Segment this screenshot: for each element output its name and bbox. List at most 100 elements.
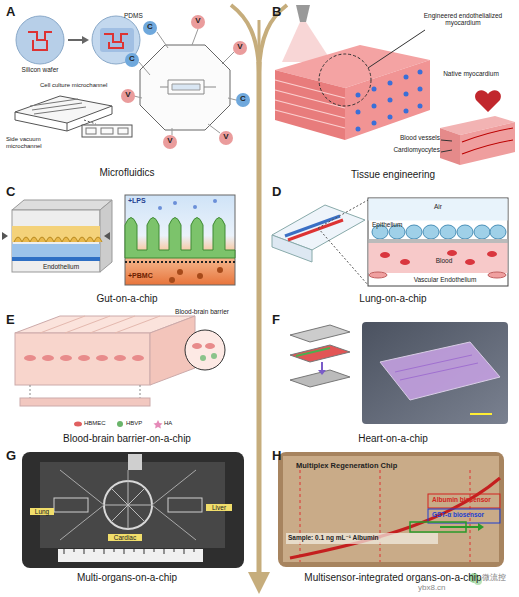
- tissue-engineering-illustration-part-part: [404, 92, 409, 97]
- tissue-engineering-illustration-part-part: [356, 110, 361, 115]
- bbb-chip-illustration-part-part: [132, 355, 144, 361]
- bbb-chip-illustration-part-part: [96, 355, 108, 361]
- tissue-engineering-illustration-part-part: [388, 81, 393, 86]
- annotation-label: Vascular Endothelium: [400, 276, 490, 283]
- figure-panel: CGut-on-a-chip: [2, 184, 252, 306]
- tissue-engineering-illustration-part: [441, 140, 452, 152]
- annotation-label: Blood vessels: [378, 134, 440, 141]
- bbb-chip-illustration-part: [24, 355, 144, 361]
- annotation-label: Lung: [30, 508, 54, 515]
- tissue-engineering-illustration-part-part: [404, 109, 409, 114]
- microfluidics-illustration-part: [68, 39, 82, 41]
- lung-chip-illustration-part-part: [447, 250, 457, 256]
- lung-chip-illustration-part: [285, 216, 340, 236]
- microfluidics-illustration-part: [82, 125, 132, 137]
- multi-organ-photo-part: [104, 481, 152, 529]
- microfluidics-illustration-part: [172, 84, 200, 90]
- bbb-chip-illustration-part: [154, 420, 163, 429]
- gut-chip-illustration: [2, 195, 235, 285]
- panel-caption: Lung-on-a-chip: [268, 293, 518, 304]
- tissue-engineering-illustration-part-part: [418, 87, 423, 92]
- multi-organ-photo-part: [54, 498, 88, 512]
- lung-chip-illustration: [272, 198, 508, 286]
- figure-panel: GMulti-organs-on-a-chip: [2, 448, 252, 588]
- heart-chip-illustration-part: [395, 355, 478, 380]
- bbb-chip-illustration-part-part: [78, 355, 90, 361]
- annotation-label: C: [125, 55, 139, 64]
- annotation-label: Silicon wafer: [12, 66, 68, 73]
- multi-organ-photo-part: [168, 498, 202, 512]
- multisensor-photo-part: [290, 478, 500, 558]
- gut-chip-illustration-part-part: [158, 206, 162, 210]
- tissue-engineering-illustration-part: [296, 5, 310, 22]
- gut-chip-illustration-part-part: [213, 199, 217, 203]
- microfluidics-illustration: [15, 15, 250, 149]
- annotation-label: GST-α biosensor: [432, 511, 500, 518]
- bbb-chip-illustration-part-part: [200, 355, 206, 361]
- panel-caption: Multi-organs-on-a-chip: [2, 572, 252, 583]
- annotation-label: C: [236, 95, 250, 104]
- annotation-label: Cell culture microchannel: [40, 82, 112, 89]
- annotation-label: +PBMC: [128, 272, 168, 280]
- panel-caption: Gut-on-a-chip: [2, 293, 252, 304]
- gut-chip-illustration-part: [2, 232, 110, 240]
- microfluidics-illustration-part: [143, 21, 157, 35]
- lung-chip-illustration-part-part: [474, 225, 490, 239]
- bbb-chip-illustration-part: [74, 422, 82, 427]
- microfluidics-illustration-part: [160, 80, 216, 94]
- panel-letter: D: [272, 184, 281, 199]
- annotation-label: HA: [164, 420, 184, 427]
- panel-caption: Multisensor-integrated organs-on-a-chip: [268, 572, 518, 583]
- annotation-label: Blood-brain barrier: [160, 308, 244, 315]
- tissue-engineering-illustration-part-part: [372, 121, 377, 126]
- lung-chip-illustration-part: [318, 200, 368, 285]
- heart-chip-illustration-part: [318, 370, 326, 375]
- bbb-chip-illustration-part-part: [205, 343, 215, 349]
- microfluidics-illustration-part: [236, 93, 250, 107]
- lung-chip-illustration-part-part: [400, 259, 410, 265]
- heart-chip-illustration: [290, 322, 508, 424]
- bbb-chip-illustration-part-part: [60, 355, 72, 361]
- flow-arrow-part: [258, 20, 261, 70]
- tissue-engineering-illustration-part-part: [372, 87, 377, 92]
- figure-panel: BTissue engineering: [268, 4, 518, 184]
- multisensor-photo-part: [428, 509, 500, 523]
- heart-chip-illustration-part: [296, 348, 330, 356]
- annotation-label: ybx8.cn: [418, 584, 468, 593]
- gut-chip-illustration-part: [125, 261, 235, 263]
- microfluidics-illustration-part: [233, 41, 247, 55]
- bbb-chip-illustration-part: [117, 421, 123, 427]
- lung-chip-illustration-part: [369, 239, 508, 243]
- heart-chip-illustration-part: [380, 342, 500, 400]
- tissue-engineering-illustration: [275, 5, 515, 165]
- microfluidics-illustration-part: [163, 135, 177, 149]
- bbb-chip-illustration-part: [30, 385, 140, 398]
- multi-organ-photo-part: [60, 470, 196, 540]
- heart-chip-illustration-part: [290, 345, 350, 362]
- panel-caption: Blood-brain barrier-on-a-chip: [2, 433, 252, 444]
- gut-chip-illustration-part-part: [217, 267, 223, 273]
- annotation-label: C: [143, 23, 157, 32]
- bbb-chip-illustration: [15, 316, 225, 429]
- lung-chip-illustration-part-part: [487, 251, 497, 257]
- annotation-label: Sample: 0.1 ng mL⁻¹ Albumin: [288, 534, 438, 541]
- bbb-chip-illustration-part-part: [42, 355, 54, 361]
- figure-panel: FHeart-on-a-chip: [268, 312, 518, 444]
- tissue-engineering-illustration-part: [319, 54, 371, 106]
- annotation-label: Blood: [424, 257, 464, 264]
- tissue-engineering-illustration-part: [460, 122, 515, 165]
- bbb-chip-illustration-part-part: [24, 355, 36, 361]
- multisensor-photo-part: [428, 494, 500, 508]
- microfluidics-illustration-part: [219, 131, 233, 145]
- flow-arrow-part: [257, 62, 262, 578]
- bbb-chip-illustration-part: [15, 333, 150, 385]
- panel-letter: F: [272, 312, 280, 327]
- microfluidics-illustration-part: [121, 89, 135, 103]
- tissue-engineering-illustration-part: [345, 60, 430, 140]
- microfluidics-illustration-part: [30, 99, 86, 114]
- tissue-engineering-illustration-part-part: [418, 70, 423, 75]
- heart-chip-illustration-part: [362, 322, 508, 424]
- gut-chip-illustration-part: [158, 199, 217, 210]
